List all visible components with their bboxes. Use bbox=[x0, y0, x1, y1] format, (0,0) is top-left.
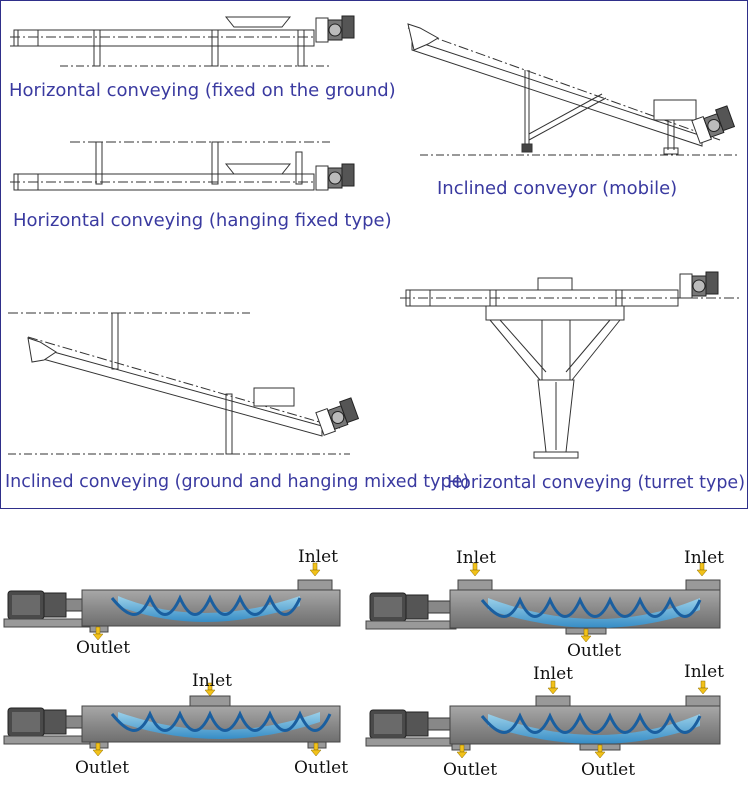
label-hanging-fixed: Horizontal conveying (hanging fixed type… bbox=[13, 210, 392, 231]
conveyor-inclined-mobile bbox=[407, 23, 740, 156]
conveyor-fixed-ground bbox=[10, 15, 355, 67]
d1-inlet-label: Inlet bbox=[298, 547, 338, 567]
label-fixed-ground: Horizontal conveying (fixed on the groun… bbox=[9, 80, 396, 101]
d3-outlet-right-label: Outlet bbox=[294, 758, 349, 778]
conveyor-types-panel bbox=[0, 0, 748, 509]
conveyor-hanging-fixed bbox=[10, 141, 355, 191]
flow-diagram-4 bbox=[365, 680, 721, 759]
label-inclined-mobile: Inclined conveyor (mobile) bbox=[437, 178, 678, 199]
label-turret: Horizontal conveying (turret type) bbox=[447, 473, 746, 493]
d2-inlet-right-label: Inlet bbox=[684, 548, 724, 568]
d4-outlet-left-label: Outlet bbox=[443, 760, 498, 780]
conveyor-turret bbox=[400, 271, 740, 459]
flow-diagram-1 bbox=[3, 562, 341, 641]
label-mixed: Inclined conveying (ground and hanging m… bbox=[5, 472, 470, 492]
d2-inlet-left-label: Inlet bbox=[456, 548, 496, 568]
d3-inlet-label: Inlet bbox=[192, 671, 232, 691]
d4-inlet-right-label: Inlet bbox=[684, 662, 724, 682]
d4-inlet-left-label: Inlet bbox=[533, 664, 573, 684]
d4-outlet-mid-label: Outlet bbox=[581, 760, 636, 780]
d1-outlet-label: Outlet bbox=[76, 638, 131, 658]
flow-diagram-2 bbox=[365, 562, 721, 643]
flow-diagram-3 bbox=[3, 682, 341, 757]
d2-outlet-label: Outlet bbox=[567, 641, 622, 661]
conveyor-mixed bbox=[8, 312, 361, 455]
d3-outlet-left-label: Outlet bbox=[75, 758, 130, 778]
